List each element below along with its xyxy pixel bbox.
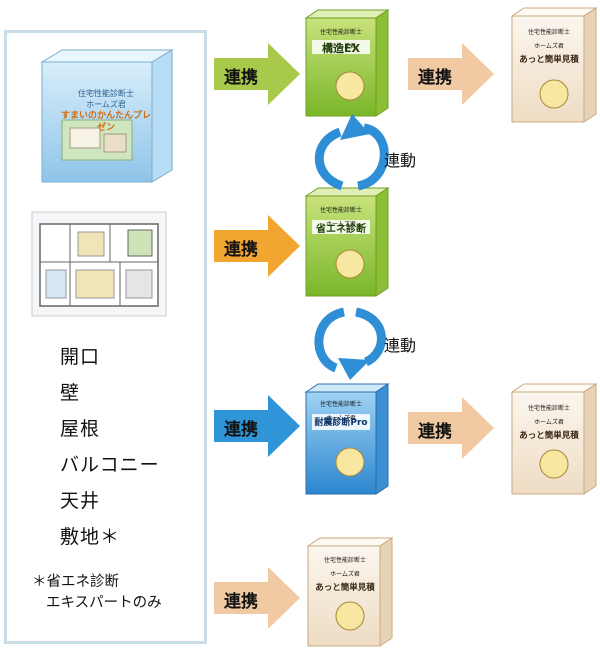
link-arrow-orange [214, 215, 300, 277]
estimate-middle-label: 住宅性能診断士 ホームズ君 あっと簡単見積 [515, 400, 583, 441]
item-balcony: バルコニー [60, 454, 160, 476]
taishin-label: 住宅性能診断士 ホームズ君 [310, 396, 372, 424]
estimate-top-title: あっと簡単見積 [519, 55, 579, 65]
kozo-brand: 住宅性能診断士 [319, 29, 362, 36]
label-link-blue: 連携 [224, 420, 258, 440]
estimate-top-series: ホームズ君 [534, 43, 564, 50]
item-wall: 壁 [60, 382, 81, 404]
taishin-pro-package-box [304, 383, 390, 495]
estimate-bottom-title: あっと簡単見積 [315, 583, 375, 593]
estimate-bottom-label: 住宅性能診断士 ホームズ君 あっと簡単見積 [311, 552, 379, 593]
item-opening: 開口 [60, 346, 101, 368]
shoene-package-box [304, 187, 390, 297]
kozo-series: ホームズ君 [326, 43, 356, 50]
kozo-ex-label: 住宅性能診断士 ホームズ君 [310, 24, 372, 52]
label-motion-top: 連動 [384, 151, 417, 170]
estimate-top-brand: 住宅性能診断士 [527, 29, 570, 36]
item-site: 敷地＊ [60, 526, 121, 548]
label-link-orange: 連携 [224, 240, 258, 260]
cycle-arrow-bottom [314, 307, 386, 380]
link-arrow-peach-top [408, 43, 494, 105]
presen-brand: 住宅性能診断士 [78, 89, 134, 98]
presen-name: すまいのかんたんプレゼン [60, 111, 151, 133]
estimate-package-box-bottom [306, 537, 394, 647]
link-arrow-green [214, 43, 300, 105]
kozo-ex-package-box [304, 9, 390, 117]
taishin-brand: 住宅性能診断士 [319, 401, 362, 408]
label-link-top-right: 連携 [418, 68, 452, 88]
estimate-top-label: 住宅性能診断士 ホームズ君 あっと簡単見積 [515, 24, 583, 65]
label-motion-bottom: 連動 [384, 336, 417, 355]
link-arrow-peach-bottom [214, 567, 300, 629]
cycle-arrow-top [314, 114, 389, 191]
item-roof: 屋根 [60, 418, 101, 440]
shoene-title: 省エネ診断 [316, 224, 366, 235]
kozo-ex-title: 構造EX [322, 42, 360, 55]
floor-plan-thumbnail [31, 211, 167, 317]
presen-package-box [40, 49, 174, 183]
item-ceiling: 天井 [60, 490, 101, 512]
label-link-middle-right: 連携 [418, 422, 452, 442]
footnote-line2: エキスパートのみ [46, 595, 162, 611]
estimate-bottom-brand: 住宅性能診断士 [323, 557, 366, 564]
footnote-line1: ＊省エネ診断 [32, 574, 119, 590]
link-arrow-blue [214, 395, 300, 457]
shoene-brand: 住宅性能診断士 [319, 207, 362, 214]
shoene-label: 住宅性能診断士 ホームズ君 [310, 202, 372, 230]
estimate-bottom-series: ホームズ君 [330, 571, 360, 578]
estimate-middle-brand: 住宅性能診断士 [527, 405, 570, 412]
taishin-series: ホームズ君 [326, 415, 356, 422]
taishin-title: 耐震診断Pro [314, 418, 368, 428]
estimate-package-box-middle [510, 383, 598, 495]
link-arrow-peach-middle [408, 397, 494, 459]
estimate-package-box-top [510, 7, 598, 123]
label-link-bottom: 連携 [224, 592, 258, 612]
presen-package-label: 住宅性能診断士 ホームズ君 すまいのかんたんプレゼン [58, 88, 154, 134]
estimate-middle-series: ホームズ君 [534, 419, 564, 426]
label-link-green: 連携 [224, 68, 258, 88]
estimate-middle-title: あっと簡単見積 [519, 431, 579, 441]
footnote: ＊省エネ診断 エキスパートのみ [32, 572, 162, 614]
shoene-series: ホームズ君 [326, 221, 356, 228]
presen-series: ホームズ君 [86, 100, 126, 109]
